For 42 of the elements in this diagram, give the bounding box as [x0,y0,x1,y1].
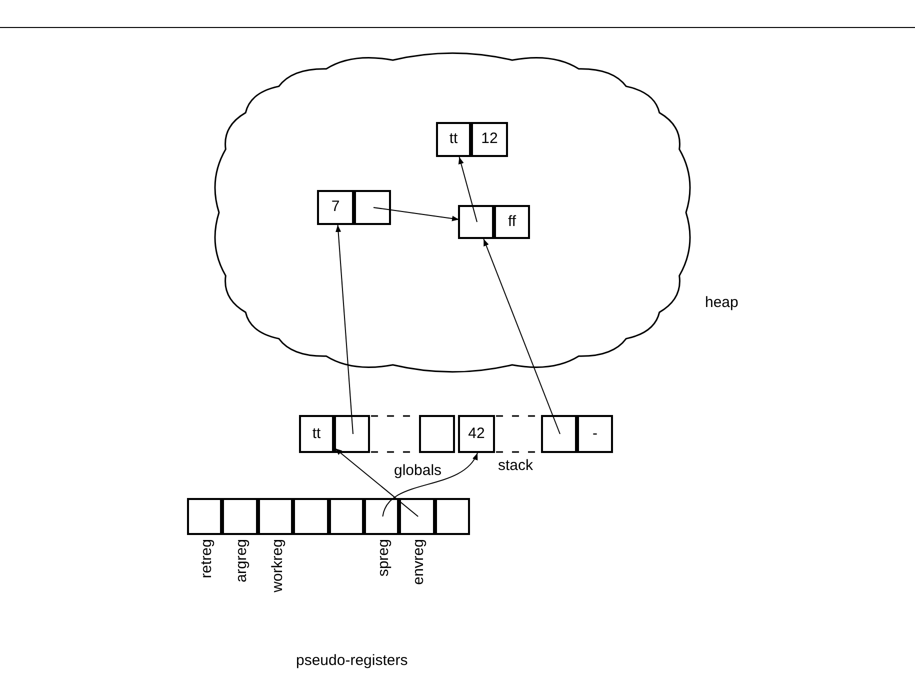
memory-cell [334,415,370,453]
memory-cell [419,415,455,453]
cell-value: tt [449,129,458,150]
memory-cell [354,190,391,225]
memory-cell [328,498,364,535]
memory-cell [299,415,334,453]
area-label: heap [705,293,738,313]
memory-cell [317,190,354,225]
pointer-arrow [382,452,478,517]
area-label: globals [394,461,442,481]
cell-value: tt [312,424,321,444]
memory-cell [458,205,494,239]
pointer-arrow [458,156,478,222]
memory-cell [187,498,222,535]
register-name: envreg [409,539,428,585]
memory-cell [434,498,470,535]
cell-value: 12 [481,129,498,150]
register-name: workreg [268,539,286,592]
pointer-arrow [336,224,354,434]
memory-cell [293,498,329,535]
memory-cell [222,498,258,535]
memory-cell [458,415,495,453]
cell-value: 42 [468,424,485,444]
cell-value: - [592,424,598,444]
register-name: spreg [374,539,393,577]
memory-cell [258,498,294,535]
memory-cell [494,205,530,239]
area-label: stack [498,456,534,476]
cell-value: 7 [331,197,340,218]
pointer-arrow [373,207,460,222]
memory-cell [577,415,613,453]
pointer-arrow [334,448,419,517]
memory-cell [436,122,471,157]
cell-value: ff [508,212,516,232]
pointer-arrow [483,238,560,434]
memory-cell [471,122,508,157]
register-name: retreg [196,539,216,578]
register-name: argreg [232,539,252,582]
memory-cell [399,498,435,535]
memory-cell [541,415,577,453]
memory-cell [364,498,400,535]
area-label: pseudo-registers [296,651,408,671]
